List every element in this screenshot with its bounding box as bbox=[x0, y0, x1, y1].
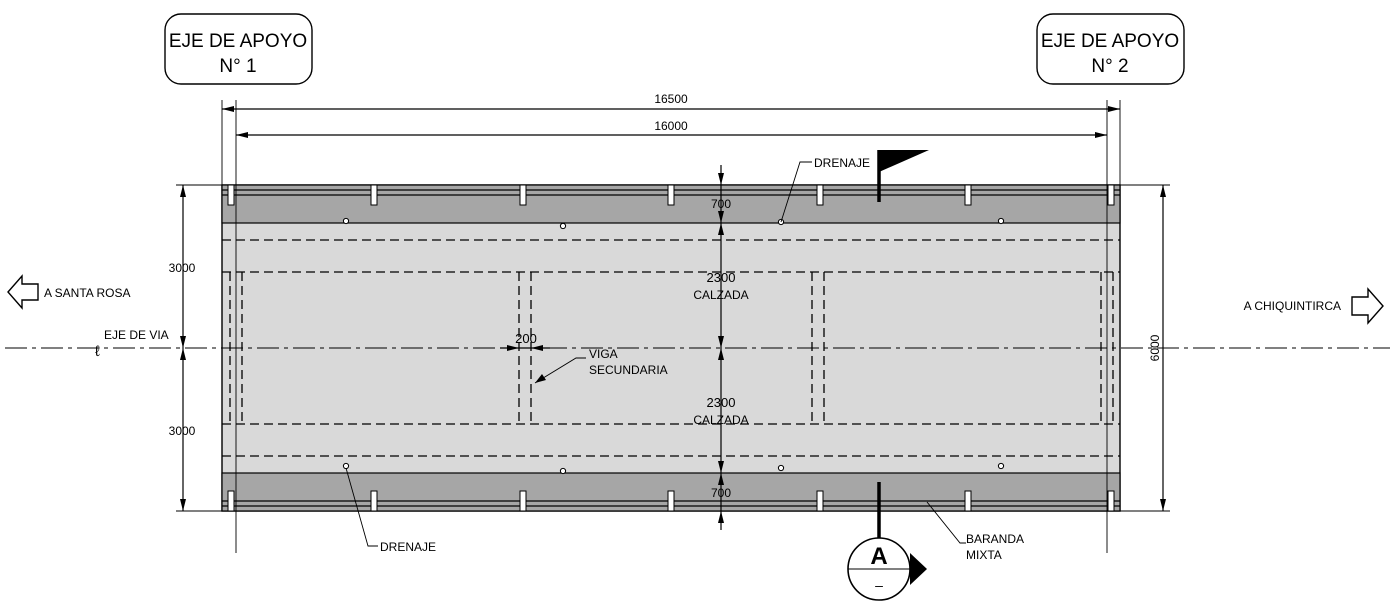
direction-left: A SANTA ROSA bbox=[7, 274, 130, 310]
railing-callout: BARANDA MIXTA bbox=[926, 501, 1024, 562]
drain-callout-top: DRENAJE bbox=[780, 156, 870, 223]
dimension-total-width: 6000 bbox=[1120, 184, 1170, 512]
dim-16000: 16000 bbox=[654, 119, 688, 133]
railing-posts bbox=[227, 184, 1115, 512]
section-sub: – bbox=[875, 577, 883, 593]
railing-line1: BARANDA bbox=[966, 532, 1024, 546]
dimension-left-widths: 3000 3000 bbox=[169, 184, 222, 512]
dimension-span-length: 16000 bbox=[236, 119, 1107, 138]
support-2-line1: EJE DE APOYO bbox=[1041, 31, 1179, 52]
section-marker-a: A – bbox=[847, 482, 927, 601]
drain-bottom-label: DRENAJE bbox=[380, 540, 436, 554]
secondary-beam-line2: SECUNDARIA bbox=[589, 363, 668, 377]
support-1-line1: EJE DE APOYO bbox=[169, 31, 307, 52]
drain-holes bbox=[342, 217, 1005, 475]
arrow-right-icon bbox=[1351, 287, 1384, 325]
support-2-line2: N° 2 bbox=[1091, 56, 1128, 77]
support-label-2: EJE DE APOYO N° 2 bbox=[1036, 13, 1185, 85]
dimension-beam-width: 200 bbox=[500, 331, 550, 351]
support-label-1: EJE DE APOYO N° 1 bbox=[164, 13, 313, 85]
arrow-left-icon bbox=[7, 274, 39, 310]
dim-700-top: 700 bbox=[711, 197, 731, 211]
secondary-beam-line1: VIGA bbox=[589, 347, 618, 361]
support-1-line2: N° 1 bbox=[219, 56, 256, 77]
dimension-total-length: 16500 bbox=[222, 92, 1120, 112]
centerline-symbol: ℓ bbox=[95, 343, 100, 360]
lane-top-label: CALZADA bbox=[693, 288, 748, 302]
dim-200: 200 bbox=[515, 331, 537, 346]
dim-700-bottom: 700 bbox=[711, 486, 731, 500]
dim-2300-top: 2300 bbox=[707, 270, 736, 285]
direction-right-label: A CHIQUINTIRCA bbox=[1244, 299, 1341, 313]
lane-bottom-label: CALZADA bbox=[693, 413, 748, 427]
dim-3000-bottom: 3000 bbox=[169, 424, 196, 438]
dim-3000-top: 3000 bbox=[169, 261, 196, 275]
dim-6000: 6000 bbox=[1148, 334, 1162, 361]
dimension-internal-chain: 700 2300 CALZADA 2300 CALZADA 700 bbox=[693, 165, 749, 530]
drain-top-label: DRENAJE bbox=[814, 156, 870, 170]
section-arrow-icon bbox=[910, 553, 927, 585]
direction-right: A CHIQUINTIRCA bbox=[1244, 287, 1384, 325]
railing-line2: MIXTA bbox=[966, 548, 1002, 562]
secondary-beam-callout: VIGA SECUNDARIA bbox=[534, 347, 668, 384]
road-axis-label: ℓ EJE DE VIA bbox=[95, 328, 169, 360]
drain-callout-bottom: DRENAJE bbox=[345, 467, 436, 554]
section-letter: A bbox=[870, 543, 887, 570]
flag-icon bbox=[877, 150, 929, 202]
dim-16500: 16500 bbox=[654, 92, 688, 106]
dim-2300-bottom: 2300 bbox=[707, 395, 736, 410]
road-axis-text: EJE DE VIA bbox=[104, 328, 169, 342]
direction-left-label: A SANTA ROSA bbox=[44, 286, 130, 300]
